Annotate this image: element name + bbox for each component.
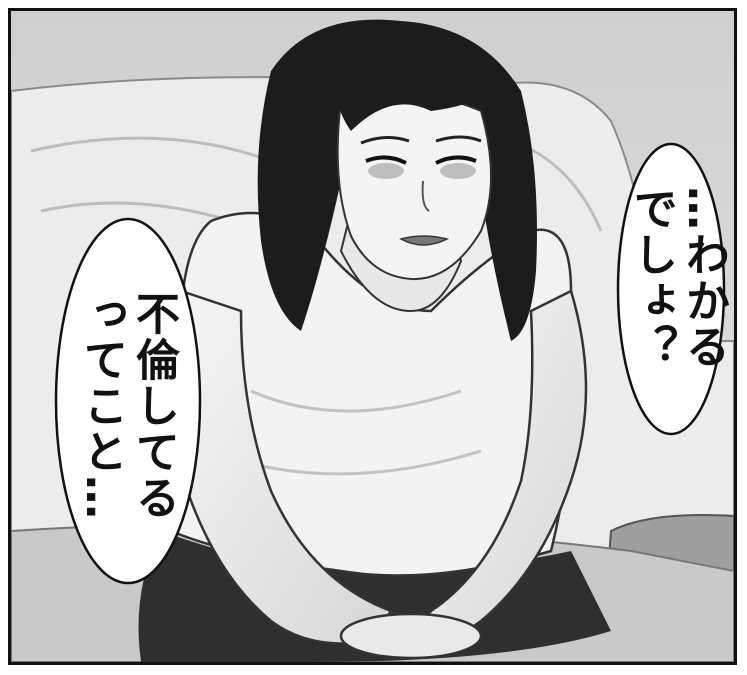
hands xyxy=(339,612,483,660)
speech-text-right: …わかるでしょ？ xyxy=(625,186,729,386)
speech-line: ってこと… xyxy=(76,291,127,521)
nose xyxy=(421,180,430,212)
mouth xyxy=(399,235,450,246)
right-eye xyxy=(435,155,477,165)
speech-line: …わかる xyxy=(678,186,729,370)
speech-bubble-right xyxy=(616,142,726,436)
manga-panel: …わかるでしょ？ 不倫してるってこと… xyxy=(8,8,737,665)
speech-line: 不倫してる xyxy=(128,291,179,521)
speech-line: でしょ？ xyxy=(626,186,677,370)
panel-illustration xyxy=(11,11,734,662)
left-eye xyxy=(365,155,407,165)
speech-bubble-left xyxy=(54,217,202,585)
speech-text-left: 不倫してるってこと… xyxy=(75,291,179,551)
